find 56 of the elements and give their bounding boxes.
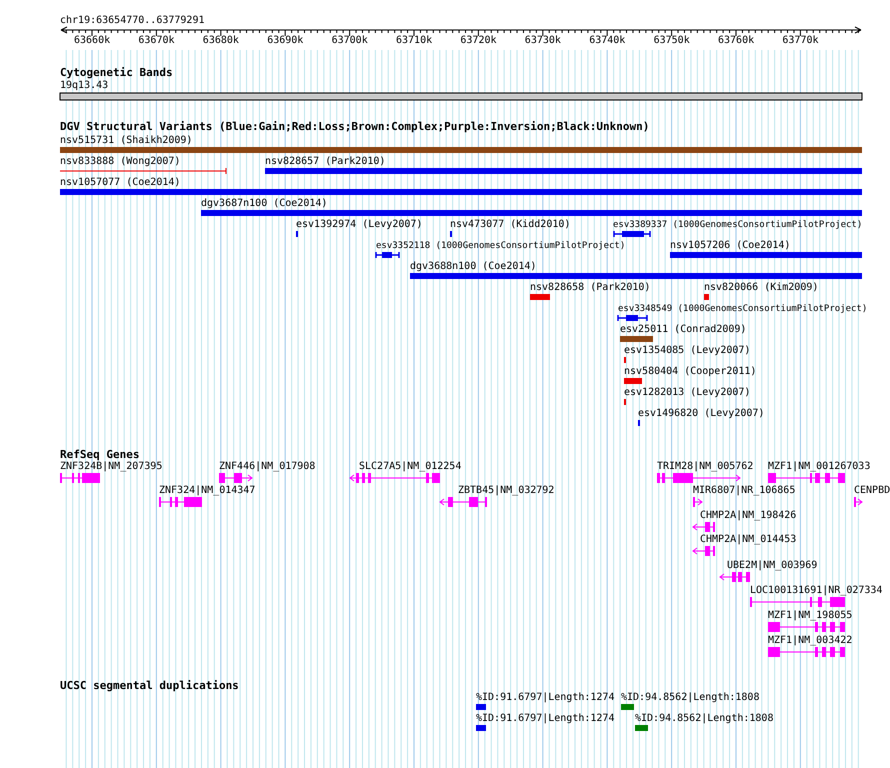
variant-label: esv1354085 (Levy2007) bbox=[624, 345, 750, 357]
variant-label: esv1496820 (Levy2007) bbox=[638, 408, 764, 420]
gene-label: CHMP2A|NM_198426 bbox=[700, 510, 796, 522]
variant-label: esv3389337 (1000GenomesConsortiumPilotProject) bbox=[613, 219, 862, 231]
variant-label: esv25011 (Conrad2009) bbox=[620, 324, 746, 336]
variant-label: esv1392974 (Levy2007) bbox=[296, 219, 422, 231]
track-title: UCSC segmental duplications bbox=[60, 680, 239, 692]
tick-label: 63730k bbox=[524, 35, 561, 47]
variant-label: nsv833888 (Wong2007) bbox=[60, 156, 180, 168]
variant-label: esv3352118 (1000GenomesConsortiumPilotProject) bbox=[376, 240, 626, 252]
gene-label: MZF1|NM_198055 bbox=[768, 610, 852, 622]
gene-label: SLC27A5|NM_012254 bbox=[359, 461, 462, 473]
variant-label: esv1282013 (Levy2007) bbox=[624, 387, 750, 399]
gene-label: ZBTB45|NM_032792 bbox=[458, 485, 554, 497]
gene-label: LOC100131691|NR_027334 bbox=[750, 585, 882, 597]
variant-label: nsv828657 (Park2010) bbox=[265, 156, 386, 168]
tick-label: 63660k bbox=[74, 35, 110, 47]
tick-label: 63770k bbox=[782, 35, 819, 47]
tick-label: 63710k bbox=[396, 35, 432, 47]
variant-label: esv3348549 (1000GenomesConsortiumPilotProject) bbox=[618, 303, 868, 315]
gene-label: TRIM28|NM_005762 bbox=[657, 461, 754, 473]
tick-label: 63740k bbox=[589, 35, 626, 47]
variant-label: nsv580404 (Cooper2011) bbox=[624, 366, 756, 378]
tick-label: 63700k bbox=[332, 35, 368, 47]
variant-label: dgv3688n100 (Coe2014) bbox=[410, 261, 536, 273]
variant-label: dgv3687n100 (Coe2014) bbox=[201, 198, 328, 210]
duplication-label: %ID:94.8562|Length:1808 bbox=[635, 713, 774, 725]
gene-label: ZNF446|NM_017908 bbox=[219, 461, 316, 473]
gene-label: MIR6807|NR_106865 bbox=[693, 485, 796, 497]
variant-label: nsv828658 (Park2010) bbox=[530, 282, 650, 294]
duplication-label: %ID:91.6797|Length:1274 bbox=[476, 692, 614, 704]
gene-label: MZF1|NM_003422 bbox=[768, 635, 852, 647]
tick-label: 63720k bbox=[460, 35, 497, 47]
gene-label: CENPBD bbox=[854, 485, 890, 497]
tick-label: 63690k bbox=[267, 35, 304, 47]
gene-label: MZF1|NM_001267033 bbox=[768, 461, 870, 473]
track-title: Cytogenetic Bands bbox=[60, 67, 173, 79]
gene-label: ZNF324|NM_014347 bbox=[159, 485, 256, 497]
variant-label: nsv820066 (Kim2009) bbox=[704, 282, 818, 294]
tick-label: 63760k bbox=[718, 35, 754, 47]
tick-label: 63680k bbox=[202, 35, 239, 47]
region-coordinate: chr19:63654770..63779291 bbox=[60, 15, 204, 27]
gene-label: CHMP2A|NM_014453 bbox=[700, 534, 796, 546]
variant-label: nsv1057206 (Coe2014) bbox=[670, 240, 790, 252]
track-title: DGV Structural Variants (Blue:Gain;Red:Loss;Brown:Complex;Purple:Inversion;Black:Unknown) bbox=[60, 121, 650, 133]
variant-label: nsv1057077 (Coe2014) bbox=[60, 177, 180, 189]
tick-label: 63750k bbox=[654, 35, 690, 47]
duplication-label: %ID:94.8562|Length:1808 bbox=[621, 692, 760, 704]
tick-label: 63670k bbox=[138, 35, 175, 47]
gene-label: UBE2M|NM_003969 bbox=[727, 560, 818, 572]
duplication-label: %ID:91.6797|Length:1274 bbox=[476, 713, 614, 725]
gene-label: ZNF324B|NM_207395 bbox=[60, 461, 162, 473]
track-title: RefSeq Genes bbox=[60, 449, 140, 461]
variant-label: nsv473077 (Kidd2010) bbox=[450, 219, 570, 231]
band-label: 19q13.43 bbox=[60, 80, 108, 92]
variant-label: nsv515731 (Shaikh2009) bbox=[60, 135, 192, 147]
